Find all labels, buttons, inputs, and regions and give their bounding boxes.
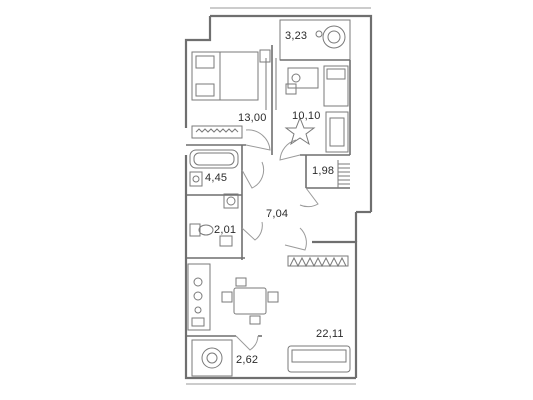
bathroom-sink [189,171,203,187]
loggia-bottom-outline [191,339,233,377]
toilet [189,223,214,237]
dining-table [221,277,279,325]
living-sofa [287,345,351,373]
room-area-wc: 2,01 [214,224,237,236]
room-area-kids-room: 10,10 [292,110,321,122]
room-area-closet: 1,98 [312,165,335,177]
room-area-bathroom: 4,45 [205,172,228,184]
room-area-loggia-top: 3,23 [285,30,308,42]
closet-shelves [337,160,350,188]
door-swings [235,129,319,351]
wc-sink [219,235,233,247]
outer-walls [184,14,373,380]
kids-bed [323,65,349,107]
room-area-living: 22,11 [316,328,344,340]
toy-star [284,116,316,146]
range-hood [287,255,349,268]
bathtub [189,149,239,169]
washing-machine [223,193,239,209]
room-area-loggia-bottom: 2,62 [236,354,259,366]
wardrobe-bedroom [191,125,243,139]
interior-walls [186,45,351,337]
bed [191,49,271,101]
room-area-bedroom: 13,00 [238,112,267,124]
kids-desk [285,67,319,95]
room-area-hallway: 7,04 [266,208,289,220]
window-bedroom [265,58,277,110]
kitchen-counter [187,263,211,331]
kids-sofa [325,111,349,153]
